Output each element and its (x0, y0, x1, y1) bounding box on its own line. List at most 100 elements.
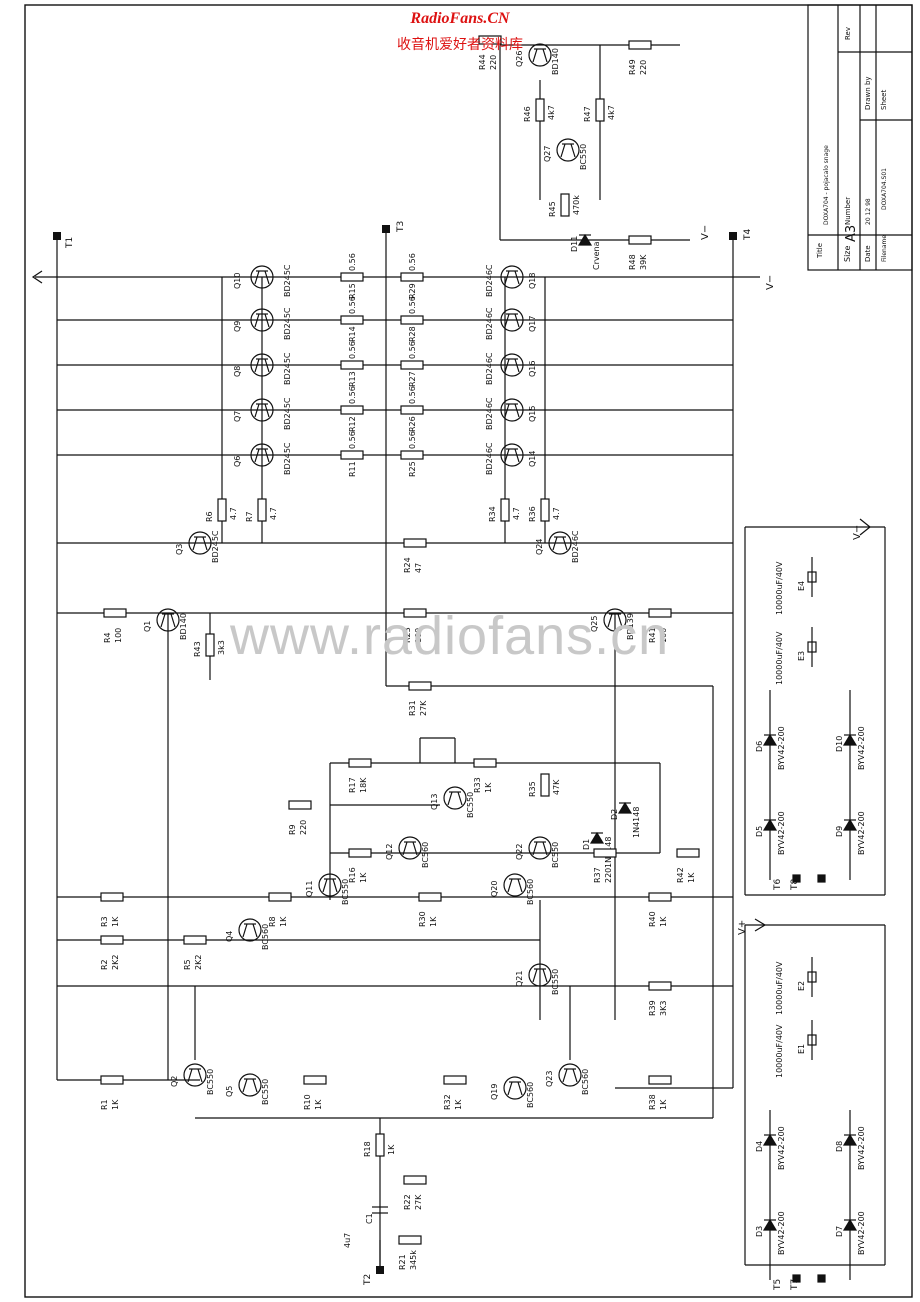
watermark-site: RadioFans.CN (410, 10, 510, 27)
label-q26: Q26 (515, 51, 524, 67)
value-d6: BYV42-200 (777, 726, 786, 770)
label-r4: R4 (103, 632, 112, 643)
label-q11: Q11 (305, 881, 314, 897)
value-d7: BYV42-200 (857, 1211, 866, 1255)
value-r46: 4k7 (547, 105, 556, 120)
value-r17: 18K (359, 777, 368, 793)
value-d8: BYV42-200 (857, 1126, 866, 1170)
label-r35: R35 (528, 781, 537, 797)
resistor-r16 (348, 848, 372, 858)
transistor-q9 (250, 308, 274, 332)
value-r11: 0.56 (348, 431, 357, 449)
label-r31: R31 (408, 700, 417, 716)
value-r32: 1K (454, 1099, 463, 1110)
resistor-r11 (340, 450, 364, 460)
diode-d7 (842, 1218, 858, 1231)
label-q25: Q25 (590, 616, 599, 632)
label-q19: Q19 (490, 1084, 499, 1100)
date-label: Date (864, 245, 872, 262)
value-r31: 27K (419, 700, 428, 716)
resistor-r17 (348, 758, 372, 768)
transistor-q26 (528, 43, 552, 67)
value-e1: 10000uF/40V (775, 1024, 784, 1078)
label-d11: D11 (570, 236, 579, 252)
label-r40: R40 (648, 911, 657, 927)
value-r6: 4.7 (229, 507, 238, 520)
resistor-r25 (400, 450, 424, 460)
rail-vminus-top: V− (700, 225, 711, 240)
transistor-q17 (500, 308, 524, 332)
transistor-q1 (156, 608, 180, 632)
label-r23: R23 (403, 627, 412, 643)
label-r17: R17 (348, 777, 357, 793)
diode-d9 (842, 818, 858, 831)
label-q15: Q15 (528, 406, 537, 422)
resistor-r32 (443, 1075, 467, 1085)
resistor-r26 (400, 405, 424, 415)
label-r30: R30 (418, 911, 427, 927)
resistor-r10 (303, 1075, 327, 1085)
label-q10: Q10 (233, 273, 242, 289)
label-d4: D4 (755, 1141, 764, 1152)
type-q21: BC550 (551, 969, 560, 995)
resistor-r44 (478, 35, 502, 45)
label-r43: R43 (193, 641, 202, 657)
rail-vplus: V+ (737, 920, 748, 935)
label-d1: D1 (582, 839, 591, 850)
label-q9: Q9 (233, 321, 242, 332)
value-d9: BYV42-200 (857, 811, 866, 855)
resistor-r45 (560, 193, 570, 217)
resistor-r39 (648, 981, 672, 991)
drawn-label: Drawn by (864, 76, 872, 110)
value-r7: 4.7 (269, 507, 278, 520)
label-r11: R11 (348, 461, 357, 477)
type-q23: BC560 (581, 1069, 590, 1095)
label-q16: Q16 (528, 361, 537, 377)
label-r38: R38 (648, 1094, 657, 1110)
resistor-r3 (100, 892, 124, 902)
label-q14: Q14 (528, 451, 537, 467)
label-e4: E4 (797, 581, 806, 591)
diode-d8 (842, 1133, 858, 1146)
type-q18: BD246C (485, 264, 494, 297)
label-r39: R39 (648, 1000, 657, 1016)
resistor-r6 (217, 498, 227, 522)
value-e4: 10000uF/40V (775, 561, 784, 615)
value-r42: 1K (687, 872, 696, 883)
value-r34: 4.7 (512, 507, 521, 520)
label-r21: R21 (398, 1254, 407, 1270)
type-q17: BD246C (485, 307, 494, 340)
label-r29: R29 (408, 283, 417, 299)
value-e2: 10000uF/40V (775, 961, 784, 1015)
value-r33: 1K (484, 782, 493, 793)
transistor-q15 (500, 398, 524, 422)
value-r39: 3K3 (659, 1001, 668, 1016)
resistor-r14 (340, 315, 364, 325)
resistor-r31 (408, 681, 432, 691)
value-r3: 1K (111, 916, 120, 927)
rail-vminus-psu: V− (852, 525, 863, 540)
label-r10: R10 (303, 1094, 312, 1110)
diode-d11 (577, 233, 593, 246)
resistor-r24 (403, 538, 427, 548)
label-r28: R28 (408, 326, 417, 342)
resistor-r41 (648, 608, 672, 618)
value-d11: Crvena (592, 241, 601, 270)
title-value: DOXA704 - pojacalo snage (823, 145, 830, 225)
resistor-r23 (403, 608, 427, 618)
value-r24: 47 (414, 563, 423, 573)
label-r48: R48 (628, 254, 637, 270)
resistor-r40 (648, 892, 672, 902)
resistor-r33 (473, 758, 497, 768)
value-d3: BYV42-200 (777, 1211, 786, 1255)
transistor-q6 (250, 443, 274, 467)
value-r38: 1K (659, 1099, 668, 1110)
value-d4: BYV42-200 (777, 1126, 786, 1170)
label-q27: Q27 (543, 146, 552, 162)
sheet-label: Sheet (880, 90, 888, 110)
type-q25: BD139 (626, 613, 635, 640)
value-r41: 100 (659, 628, 668, 643)
rev-label: Rev (844, 27, 852, 40)
value-r9: 220 (299, 820, 308, 835)
